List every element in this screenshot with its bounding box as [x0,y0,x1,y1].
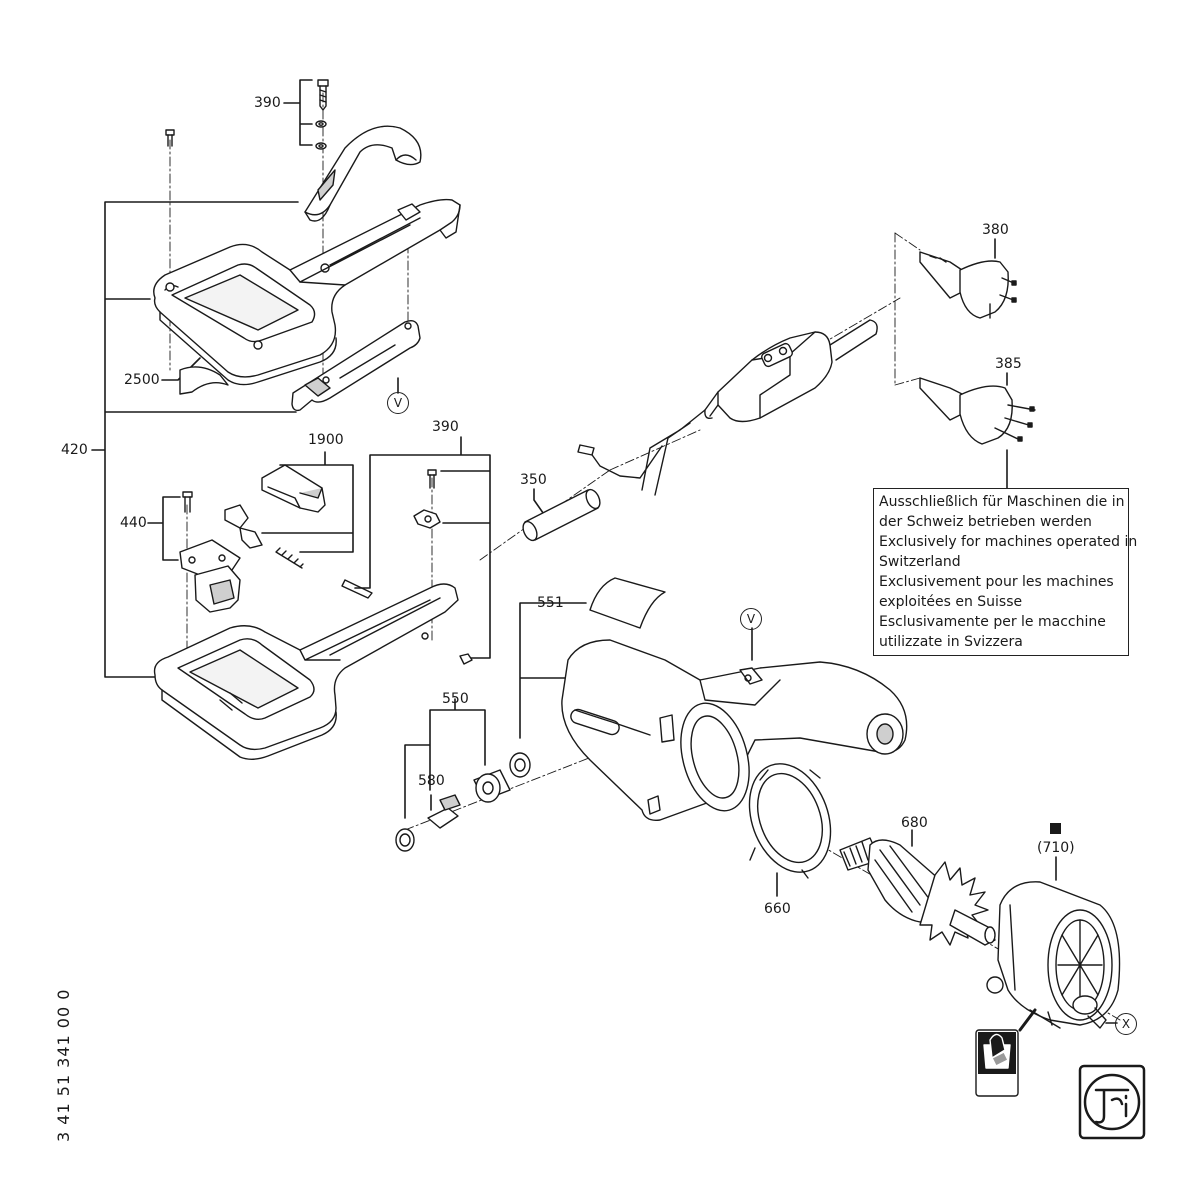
sleeve-part [522,488,601,542]
ring-660-part [748,763,832,879]
lower-housing-part [153,583,459,760]
part-label-680: 680 [901,815,928,831]
note-line: exploitées en Suisse [879,594,1023,610]
part-label-390-top: 390 [254,95,281,111]
fein-logo [1078,1064,1146,1140]
part-label-380: 380 [982,222,1009,238]
label-sticker-part [179,366,229,395]
part-label-550: 550 [442,691,469,707]
note-line: Esclusivamente per le macchine [879,614,1106,630]
part-label-710: (710) [1037,840,1075,856]
part-label-390-mid: 390 [432,419,459,435]
note-line: Switzerland [879,554,961,570]
part-label-420: 420 [61,442,88,458]
swiss-only-note: Ausschließlich für Maschinen die in der … [873,488,1138,656]
handle-insert-part [291,319,421,412]
fan-housing-part [986,881,1121,1032]
marker-x: X [1115,1013,1137,1035]
required-marker [1050,823,1061,834]
upper-housing-part [153,198,461,386]
screw-part [165,79,329,150]
part-label-580: 580 [418,773,445,789]
marker-v-left: V [387,392,409,414]
grease-warning-icon [975,1029,1019,1097]
note-line: Ausschließlich für Maschinen die in [879,494,1125,510]
note-line: utilizzate in Svizzera [879,634,1023,650]
part-label-385: 385 [995,356,1022,372]
plug-385-part [919,377,1036,445]
plug-380-part [919,251,1017,319]
brush-parts [395,752,531,852]
part-label-350: 350 [520,472,547,488]
document-number: 3 41 51 341 00 0 [54,988,73,1142]
armature-part [839,837,996,946]
marker-v-right: V [740,608,762,630]
small-screw-part [341,469,473,665]
note-line: Exclusivement pour les machines [879,574,1114,590]
part-label-551: 551 [537,595,564,611]
motor-housing-part [561,577,908,821]
switch-lever-part [224,464,326,569]
note-line: Exclusively for machines operated in [879,534,1138,550]
top-handle-part [304,125,422,222]
cable-switch-part [577,319,878,496]
part-label-1900: 1900 [308,432,344,448]
part-label-2500: 2500 [124,372,160,388]
note-line: der Schweiz betrieben werden [879,514,1092,530]
switch-module-part [179,491,241,613]
part-label-440: 440 [120,515,147,531]
part-label-660: 660 [764,901,791,917]
